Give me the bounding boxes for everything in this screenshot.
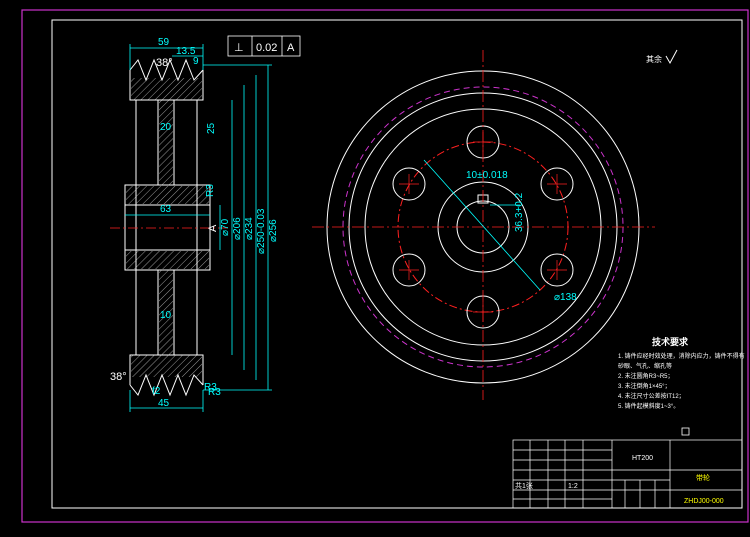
- lightening-hole-2: [540, 167, 574, 201]
- label-f2: f2: [152, 386, 161, 397]
- dim-bolt-circle: ⌀138: [554, 292, 577, 303]
- dim-right-25: 25: [206, 122, 217, 134]
- dim-groove-pitch: 9: [193, 56, 199, 67]
- roughness-note: 其余: [646, 54, 662, 64]
- dim-dia-70: ⌀70: [220, 218, 231, 236]
- lightening-hole-6: [392, 167, 426, 201]
- dim-keyway-width: 10±0.018: [466, 170, 508, 181]
- dim-groove-angle-top: 38°: [156, 57, 173, 69]
- section-hatching: [126, 78, 209, 377]
- drawing-frame: [51, 19, 743, 509]
- tech-req-line-6: 5. 铸件起模斜度1~3°。: [618, 402, 679, 410]
- label-r3-bottom: R3: [208, 387, 221, 398]
- title-block: [512, 439, 743, 509]
- technical-requirements: 技术要求 1. 铸件应经时效处理，消除内应力，铸件不得有 砂眼、气孔、缩孔等 2…: [618, 336, 745, 410]
- title-block-sheet: 共1张: [515, 481, 533, 490]
- dim-rim: 13.5: [176, 46, 196, 57]
- side-dimensions: [125, 44, 272, 412]
- sheet-outer-border: [21, 9, 749, 523]
- tech-req-line-2: 砂眼、气孔、缩孔等: [618, 362, 672, 370]
- title-block-scale: 1:2: [568, 483, 578, 490]
- dim-right-r3-b: R3: [204, 382, 217, 393]
- tolerance-value: 0.02: [256, 42, 277, 54]
- roughness-check-icon: [665, 49, 678, 65]
- small-square-marker: [681, 427, 690, 436]
- lightening-hole-5: [392, 253, 426, 287]
- tech-req-line-5: 4. 未注尺寸公差按IT12；: [618, 392, 685, 400]
- title-block-part-name: 带轮: [696, 473, 710, 482]
- dim-dia-234: ⌀234: [244, 217, 255, 240]
- tech-req-line-1: 1. 铸件应经时效处理，消除内应力，铸件不得有: [618, 352, 745, 360]
- datum-label: A: [207, 224, 219, 232]
- groove-teeth-top: [129, 58, 204, 82]
- tolerance-datum: A: [287, 42, 295, 54]
- lightening-hole-3: [540, 253, 574, 287]
- tolerance-frame: ⊥ 0.02 A: [227, 35, 301, 57]
- tech-req-title: 技术要求: [652, 336, 689, 347]
- tolerance-symbol: ⊥: [234, 42, 244, 54]
- dim-web-top: 20: [160, 122, 172, 133]
- dim-dia-206: ⌀206: [232, 217, 243, 240]
- tech-req-line-4: 3. 未注倒角1×45°；: [618, 382, 671, 390]
- tech-req-line-3: 2. 未注圆角R3~R5；: [618, 372, 674, 380]
- title-block-drawing-number: ZHDJ00-000: [684, 498, 724, 505]
- dim-keyway-depth: 36.3+0.2: [514, 192, 525, 232]
- dim-dia-256: ⌀256: [268, 219, 279, 242]
- dim-hub-length: 63: [160, 204, 172, 215]
- dim-dia-250: ⌀250-0.03: [256, 208, 267, 254]
- dim-groove-angle-bottom: 38°: [110, 371, 127, 383]
- dim-web-bottom: 10: [160, 310, 172, 321]
- dim-total-width: 59: [158, 37, 170, 48]
- dim-right-r3-a: R3: [205, 184, 216, 197]
- title-block-material: HT200: [632, 455, 653, 462]
- front-leaders: [423, 159, 541, 291]
- groove-teeth-bottom: [129, 373, 204, 397]
- dim-bottom-width: 45: [158, 398, 170, 409]
